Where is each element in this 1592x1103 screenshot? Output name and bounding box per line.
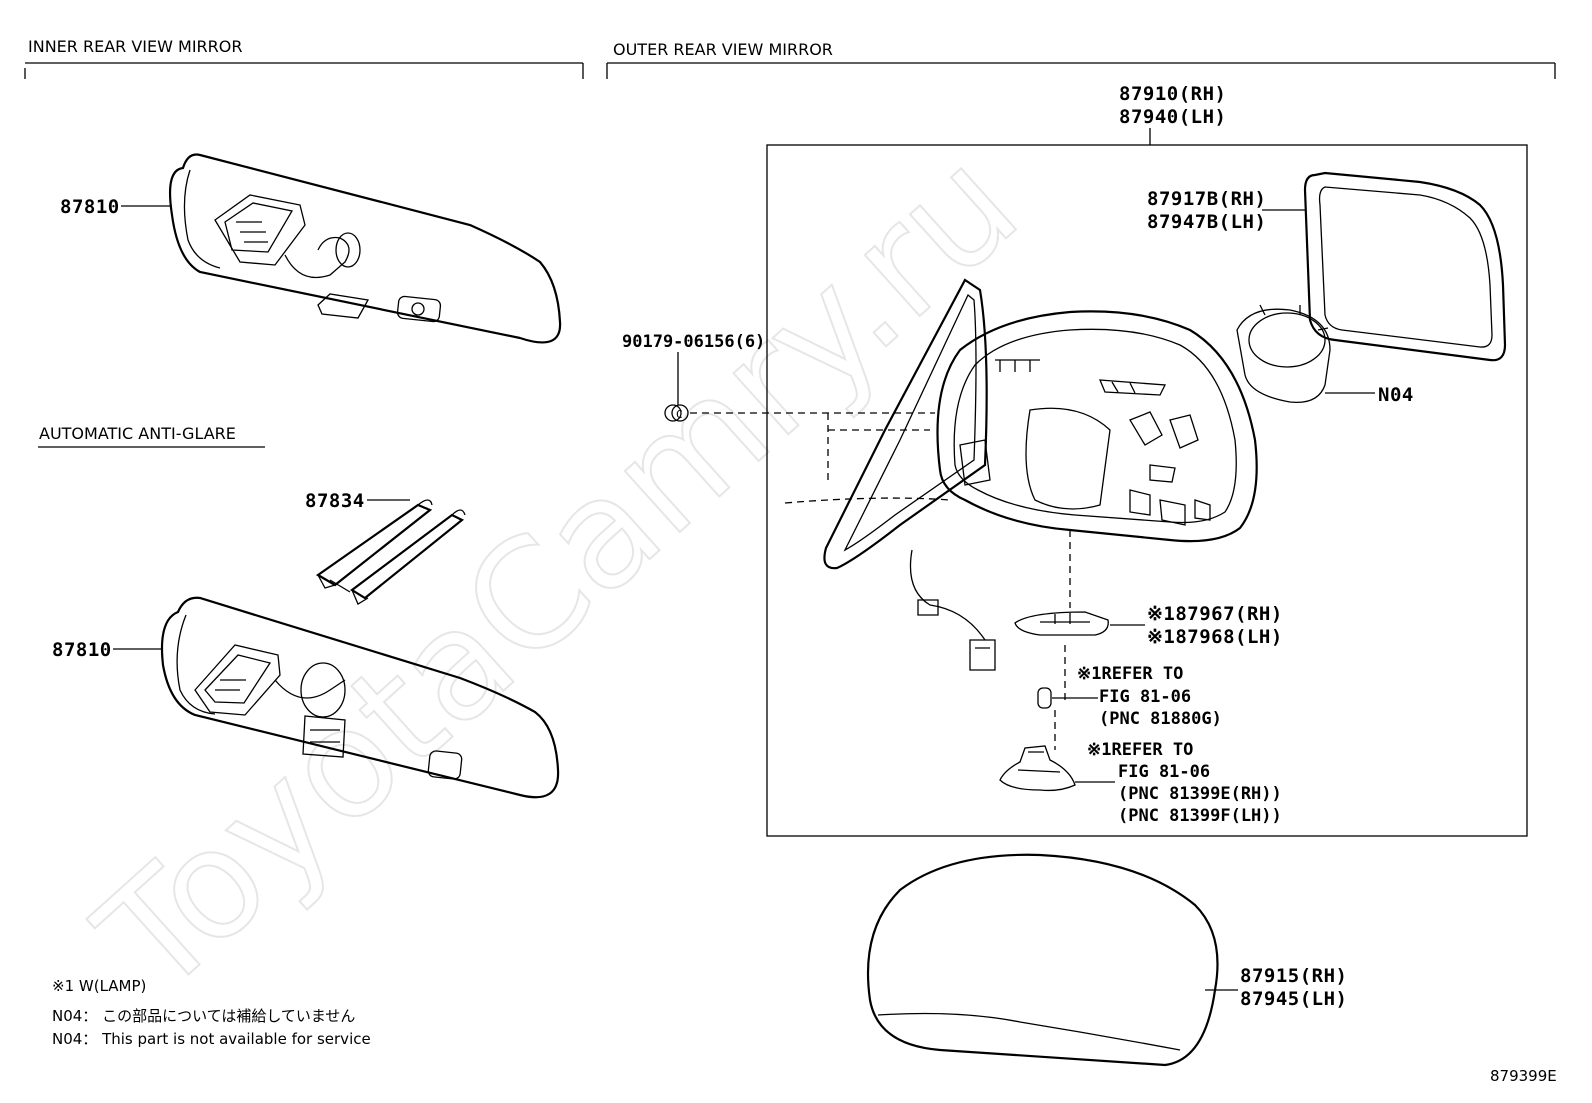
assembly-box xyxy=(766,144,1528,837)
socket-ref-line-3: (PNC 81399E(RH)) xyxy=(1118,784,1282,804)
side-turn-lamp xyxy=(1014,611,1109,636)
label-group-assembly: 87910(RH) 87940(LH) xyxy=(1119,83,1226,145)
part-label-87810-bottom: 87810 xyxy=(52,639,112,661)
label-group-87834: 87834 xyxy=(305,490,410,512)
note-n04-jp: N04： この部品については補給していません xyxy=(52,1007,355,1025)
screw-glyph: C xyxy=(676,408,683,421)
label-group-bulb-ref: ※1REFER TO FIG 81-06 (PNC 81880G) xyxy=(1077,664,1222,729)
notes: ※1 W(LAMP) N04： この部品については補給していません N04： T… xyxy=(52,977,371,1048)
socket-ref-line-2: FIG 81-06 xyxy=(1118,762,1210,782)
label-group-87810-bottom: 87810 xyxy=(52,639,163,661)
section-title-auto-anti-glare: AUTOMATIC ANTI-GLARE xyxy=(39,424,236,443)
bulb-ref-line-2: FIG 81-06 xyxy=(1099,687,1191,707)
section-title-inner: INNER REAR VIEW MIRROR xyxy=(28,37,243,56)
figure-id: 879399E xyxy=(1490,1067,1557,1085)
inner-mirror-top xyxy=(168,153,562,344)
part-label-87945-lh: 87945(LH) xyxy=(1240,988,1347,1010)
mirror-glass xyxy=(1303,171,1507,362)
section-inner-header: INNER REAR VIEW MIRROR xyxy=(24,37,584,79)
section-auto-anti-glare: AUTOMATIC ANTI-GLARE xyxy=(38,424,265,448)
label-group-lamp: ※187967(RH) ※187968(LH) xyxy=(1110,603,1283,648)
label-group-87810-top: 87810 xyxy=(60,196,170,218)
socket-ref-line-1: ※1REFER TO xyxy=(1087,740,1193,760)
label-group-n04: N04 xyxy=(1325,384,1414,406)
part-label-87910-rh: 87910(RH) xyxy=(1119,83,1226,105)
part-label-87968-lh: ※187968(LH) xyxy=(1147,626,1283,648)
label-group-glass: 87917B(RH) 87947B(LH) xyxy=(1147,188,1305,233)
section-outer-header: OUTER REAR VIEW MIRROR xyxy=(606,40,1556,79)
part-label-87947b-lh: 87947B(LH) xyxy=(1147,211,1266,233)
part-label-90179-06156: 90179-06156(6) xyxy=(622,332,765,352)
label-group-socket-ref: ※1REFER TO FIG 81-06 (PNC 81399E(RH)) (P… xyxy=(1087,740,1282,826)
socket-ref-line-4: (PNC 81399F(LH)) xyxy=(1118,806,1282,826)
mirror-cover xyxy=(866,853,1219,1067)
label-group-cover: 87915(RH) 87945(LH) xyxy=(1205,965,1347,1010)
watermark: ToyotaCamry.ru xyxy=(67,118,1050,1028)
lamp-socket xyxy=(999,745,1115,792)
part-label-87834: 87834 xyxy=(305,490,365,512)
mirror-motor xyxy=(1236,304,1331,404)
inner-mirror-bottom xyxy=(160,596,560,799)
outer-mirror-housing xyxy=(784,278,1258,750)
section-title-outer: OUTER REAR VIEW MIRROR xyxy=(613,40,833,59)
part-label-87967-rh: ※187967(RH) xyxy=(1147,603,1283,625)
part-label-87810-top: 87810 xyxy=(60,196,120,218)
part-label-87917b-rh: 87917B(RH) xyxy=(1147,188,1266,210)
cover-87834 xyxy=(315,499,466,605)
part-label-87940-lh: 87940(LH) xyxy=(1119,106,1226,128)
part-label-87915-rh: 87915(RH) xyxy=(1240,965,1347,987)
part-label-n04: N04 xyxy=(1378,384,1414,406)
note-lamp: ※1 W(LAMP) xyxy=(52,977,146,995)
note-n04-en: N04： This part is not available for serv… xyxy=(52,1030,371,1048)
bulb-ref-line-3: (PNC 81880G) xyxy=(1099,709,1222,729)
lamp-bulb xyxy=(1037,687,1098,709)
bulb-ref-line-1: ※1REFER TO xyxy=(1077,664,1183,684)
